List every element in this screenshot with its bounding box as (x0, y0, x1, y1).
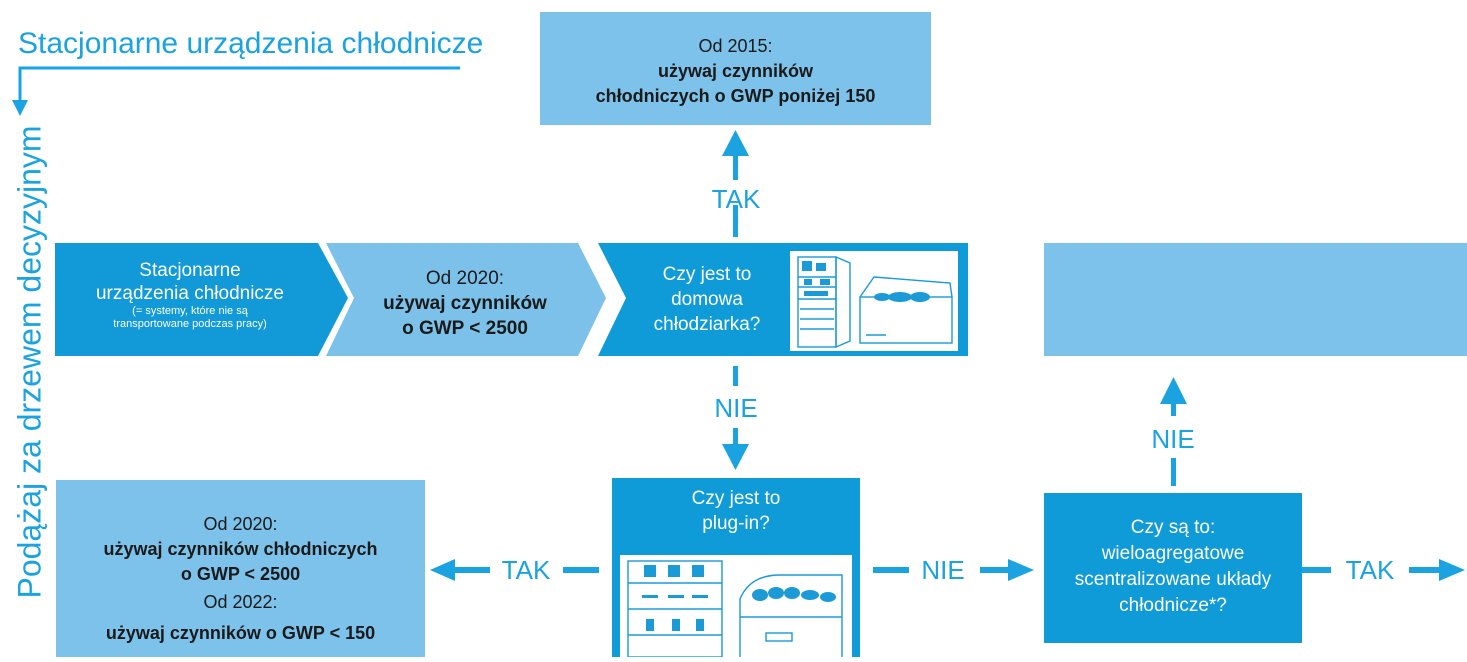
right-empty-box (1044, 243, 1467, 356)
nie-down-dash-2 (733, 428, 738, 448)
chevron-2020 (326, 243, 606, 356)
chevron-2020-line3: o GWP < 2500 (402, 318, 528, 339)
page-title: Stacjonarne urządzenia chłodnicze (18, 27, 484, 60)
nie-up-dash-1 (1171, 458, 1176, 486)
nie-right-arrow-head (1008, 559, 1034, 581)
q2-line1: Czy jest to (691, 488, 781, 509)
q3-line4: chłodnicze*? (1119, 595, 1227, 616)
chevron-stationary (55, 243, 348, 356)
q2-line2: plug-in? (702, 513, 770, 534)
nie-up-arrow-head (1160, 377, 1187, 404)
label-tak-left: TAK (501, 555, 551, 585)
tak-left-dash-1 (454, 567, 490, 573)
tak-left-arrow-head (430, 559, 455, 581)
chevron-stationary-text: Stacjonarne urządzenia chłodnicze (= sys… (65, 259, 315, 331)
label-nie-right: NIE (921, 555, 965, 585)
tak-up-arrow-head (722, 130, 749, 156)
refrigerated-display-icon (620, 555, 852, 658)
tak-up-dash-1 (733, 205, 738, 237)
q1-line3: chłodziarka? (653, 314, 761, 335)
chevron-stationary-line2: urządzenia chłodnicze (95, 283, 284, 304)
top-box-line2: używaj czynników (657, 61, 814, 81)
tak-right-arrow-head (1439, 559, 1465, 581)
question-plugin-text: Czy jest to plug-in? (612, 486, 860, 536)
q1-line2: domowa (671, 289, 743, 310)
nie-right-dash-2 (980, 567, 1010, 573)
nie-down-dash-1 (733, 366, 738, 386)
bottom-left-line4: Od 2022: (203, 592, 278, 612)
tak-up-dash-2 (733, 152, 738, 180)
bottom-left-line3: o GWP < 2500 (180, 564, 301, 584)
label-tak-right: TAK (1345, 555, 1395, 585)
bottom-left-line5: używaj czynników o GWP < 150 (105, 623, 376, 643)
chevron-2020-text: Od 2020: używaj czynników o GWP < 2500 (355, 266, 575, 341)
q3-line2: wieloagregatowe (1101, 543, 1245, 564)
tak-right-dash-2 (1409, 567, 1441, 573)
title-arrow-head (12, 100, 28, 116)
label-nie-down: NIE (714, 393, 758, 423)
fridge-freezer-icon (790, 251, 958, 351)
nie-right-dash-1 (873, 567, 909, 573)
question-plugin-box: Czy jest to plug-in? (612, 478, 860, 658)
nie-up-dash-2 (1171, 400, 1176, 416)
q1-line1: Czy jest to (662, 264, 752, 285)
chevron-stationary-small2: transportowane podczas pracy) (113, 318, 267, 330)
top-box: Od 2015: używaj czynników chłodniczych o… (540, 12, 931, 125)
label-nie-up: NIE (1151, 424, 1195, 454)
q3-line1: Czy są to: (1130, 517, 1216, 538)
side-label: Podążaj za drzewem decyzyjnym (11, 125, 48, 599)
label-tak-up: TAK (711, 184, 761, 214)
chevron-2020-line2: używaj czynników (383, 293, 547, 314)
bottom-left-box: Od 2020: używaj czynników chłodniczych o… (56, 480, 425, 657)
chevron-stationary-line1: Stacjonarne (139, 260, 241, 281)
chevron-2020-line1: Od 2020: (425, 268, 505, 289)
nie-down-arrow-head (722, 444, 749, 470)
q3-line3: scentralizowane układy (1074, 569, 1272, 590)
bottom-left-line1: Od 2020: (203, 514, 278, 534)
tak-left-dash-2 (563, 567, 599, 573)
top-box-line1: Od 2015: (698, 36, 773, 56)
top-box-line3: chłodniczych o GWP poniżej 150 (595, 86, 876, 106)
question-central-box: Czy są to: wieloagregatowe scentralizowa… (1044, 493, 1302, 643)
question-domestic-text: Czy jest to domowa chłodziarka? (628, 262, 786, 337)
bottom-left-line2: używaj czynników chłodniczych (103, 539, 378, 559)
chevron-stationary-small1: (= systemy, które nie są (132, 305, 248, 317)
tak-right-dash-1 (1297, 567, 1331, 573)
title-underline (18, 66, 460, 105)
